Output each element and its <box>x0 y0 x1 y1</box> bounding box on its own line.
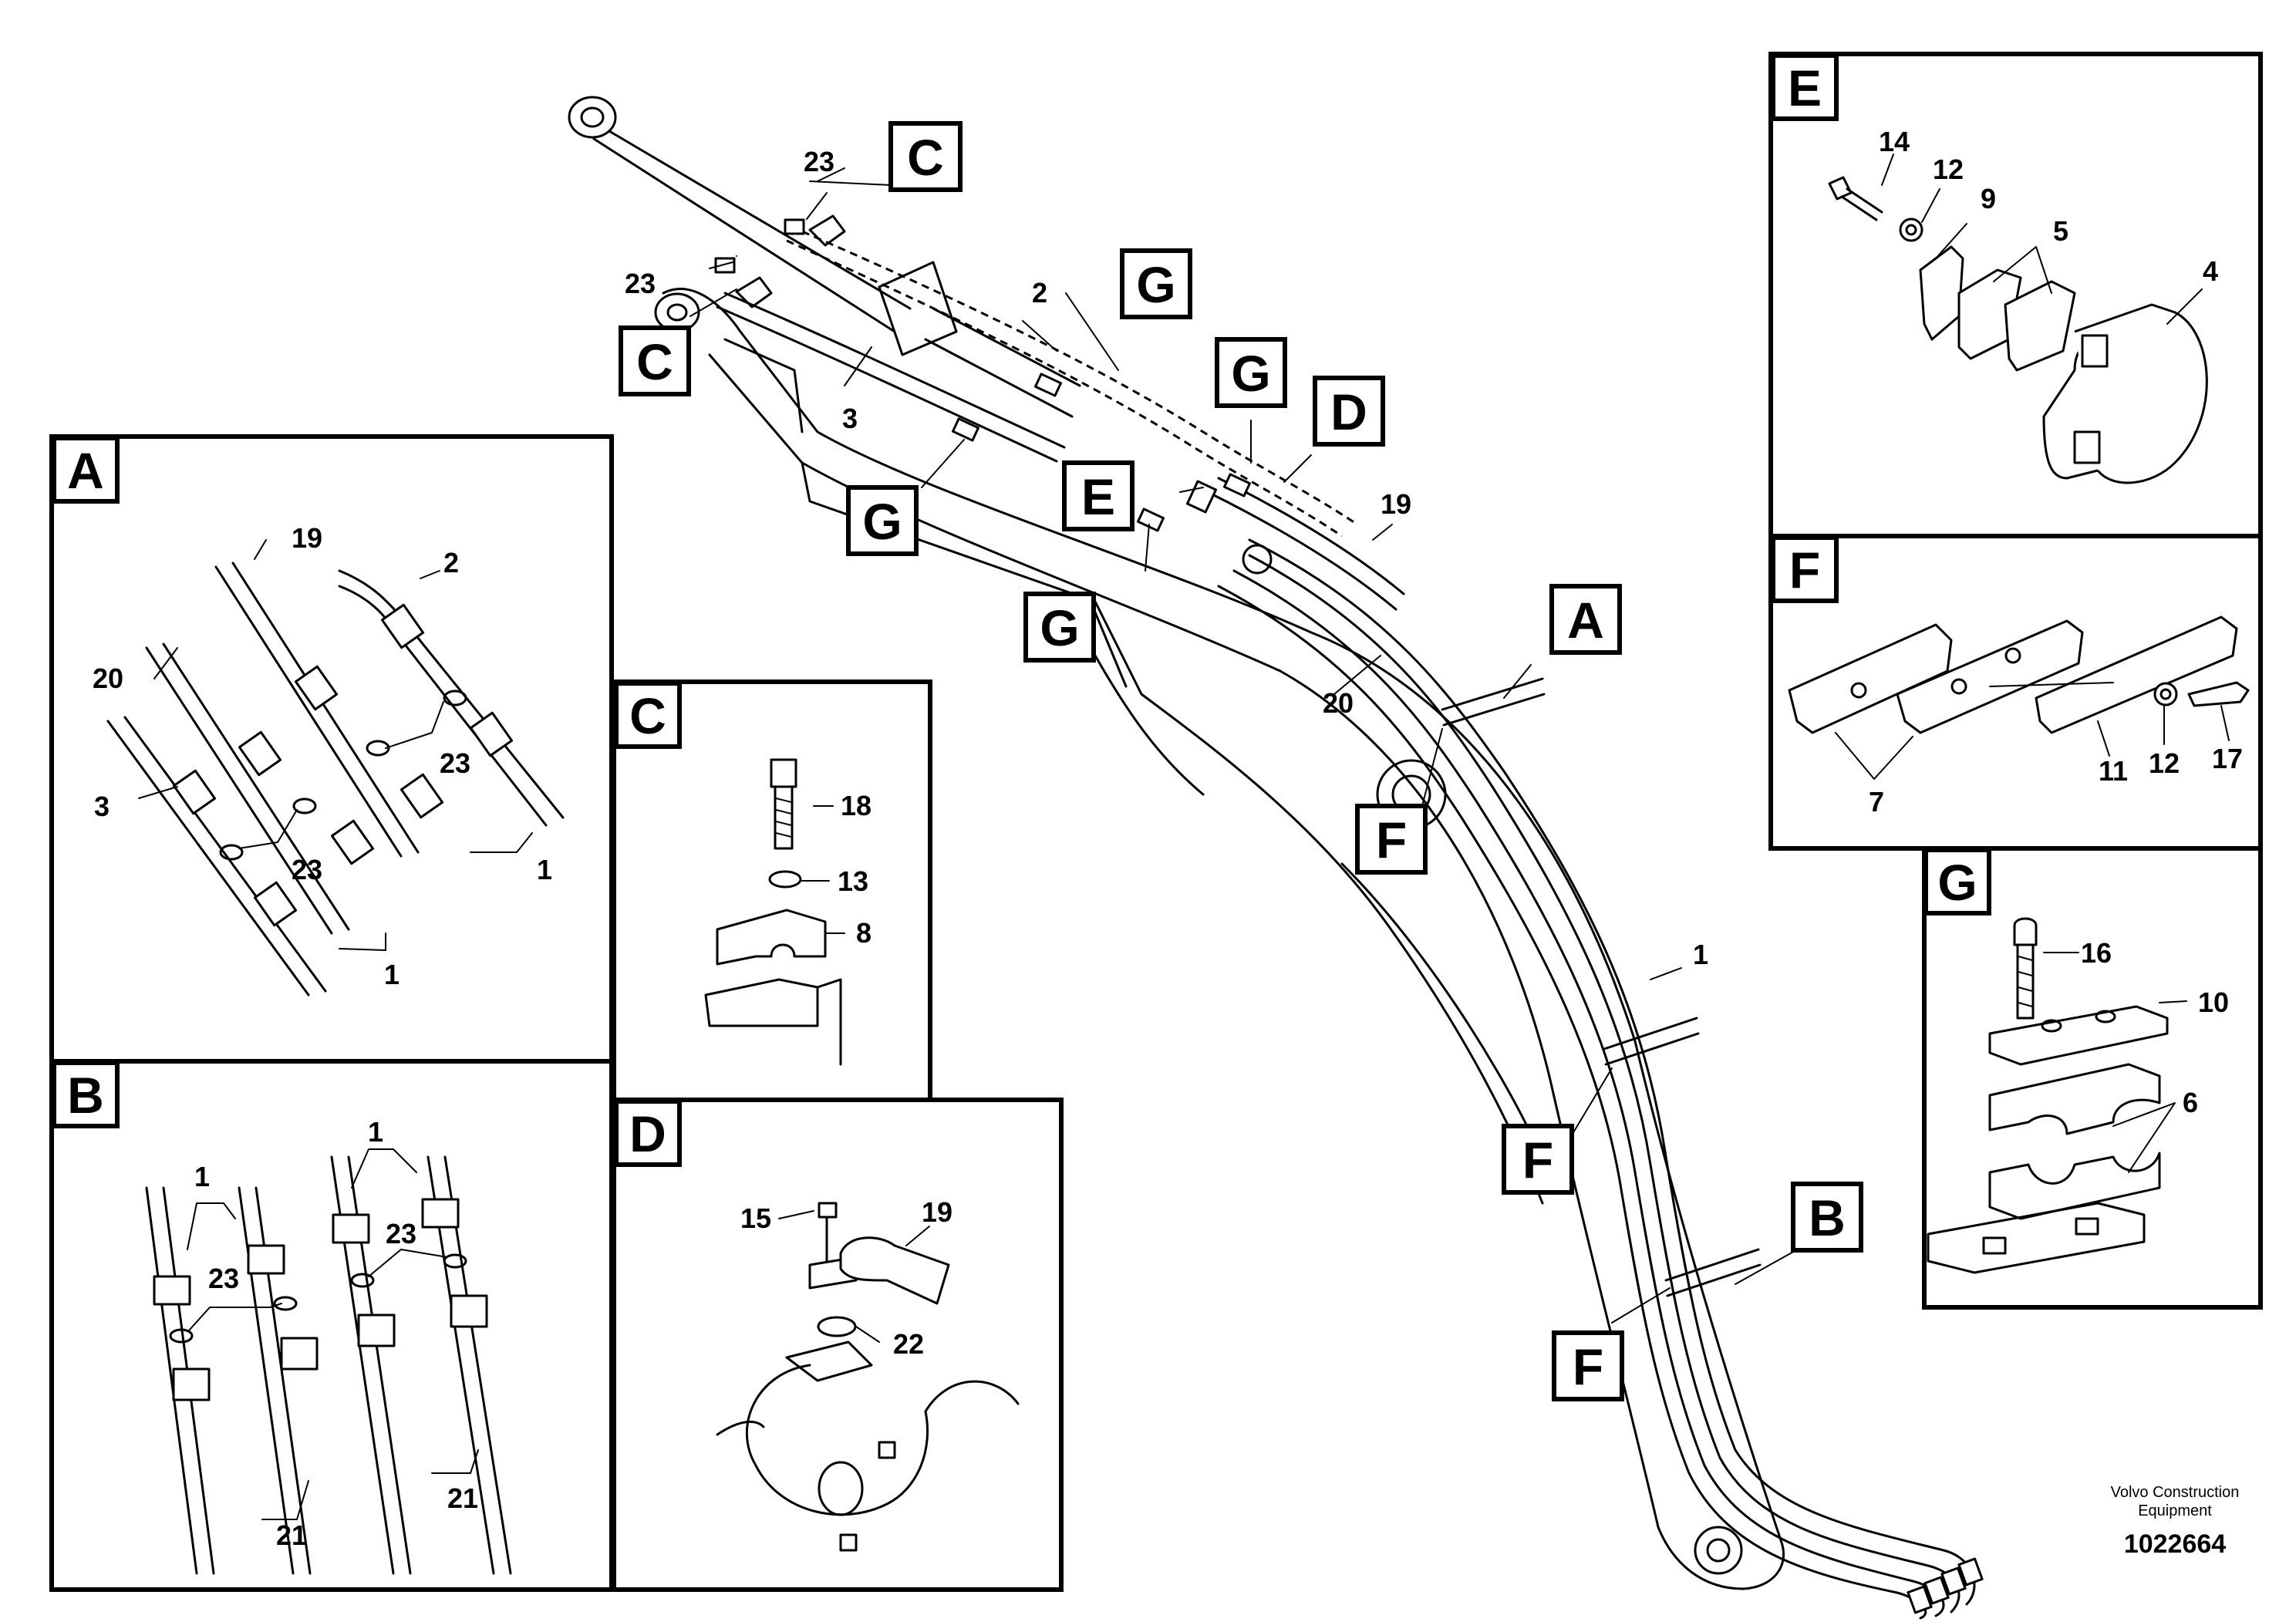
callout-tag-g-3: G <box>1215 337 1287 408</box>
part-number: 17 <box>2212 743 2243 774</box>
part-number: 23 <box>625 268 656 299</box>
frame-letter: B <box>67 1067 104 1124</box>
part-number: 21 <box>276 1519 307 1551</box>
part-number: 1 <box>368 1116 383 1148</box>
callout-tag-c-upper: C <box>888 121 963 192</box>
callout-letter: C <box>636 333 673 390</box>
callout-tag-f-1: F <box>1355 804 1428 875</box>
part-number: 20 <box>1323 687 1354 719</box>
detail-g-clamp <box>1927 917 2187 1274</box>
drawing-footer: Volvo Construction Equipment 1022664 <box>2111 1484 2240 1559</box>
part-number: 19 <box>1381 488 1411 520</box>
callout-letter: G <box>1136 256 1175 313</box>
detail-frame-e: E 14 12 9 5 4 <box>1768 52 2263 538</box>
part-number: 2 <box>443 547 459 578</box>
part-number: 4 <box>2203 255 2218 287</box>
callout-tag-f-2: F <box>1502 1124 1574 1195</box>
upper-hoses <box>714 214 1405 611</box>
boom-hoses <box>1217 538 1984 1620</box>
detail-c-bracket <box>704 758 845 1066</box>
part-number: 23 <box>804 146 834 177</box>
callout-tag-e-main: E <box>1062 460 1135 531</box>
boom-cylinder <box>568 96 1081 418</box>
detail-f-clamp <box>1788 615 2250 780</box>
callout-tag-g-4: G <box>1023 592 1096 663</box>
part-number: 16 <box>2081 937 2112 969</box>
part-number: 23 <box>208 1263 239 1294</box>
part-number: 13 <box>838 865 868 897</box>
part-number: 1 <box>384 959 400 990</box>
detail-d-fitting <box>716 1202 1020 1552</box>
callout-tag-a-main: A <box>1549 584 1622 655</box>
part-number: 12 <box>2149 747 2180 779</box>
part-number: 9 <box>1981 183 1996 214</box>
callout-letter: E <box>1081 468 1115 525</box>
callout-letter: F <box>1522 1131 1553 1189</box>
callout-letter: A <box>1567 592 1604 649</box>
part-number: 7 <box>1869 786 1884 818</box>
callout-letter: F <box>1573 1338 1603 1395</box>
callout-tag-b-main: B <box>1791 1182 1863 1253</box>
callout-letter: G <box>862 493 902 550</box>
part-number: 2 <box>1032 277 1047 309</box>
boom-body <box>654 288 1785 1590</box>
publisher-name-line-1: Volvo Construction <box>2111 1484 2240 1501</box>
boom-assembly: C C G G G G E D <box>568 96 1984 1620</box>
detail-frame-a: A 19 2 20 <box>49 434 614 1064</box>
frame-letter: F <box>1789 541 1820 599</box>
part-number: 19 <box>292 522 322 554</box>
part-number: 10 <box>2198 986 2229 1018</box>
callout-letter: F <box>1376 811 1407 868</box>
frame-letter: C <box>629 687 666 744</box>
part-number: 14 <box>1879 126 1910 157</box>
callout-tag-f-3: F <box>1552 1330 1624 1401</box>
part-number: 8 <box>856 917 872 949</box>
frame-letter: D <box>629 1105 666 1162</box>
part-number: 23 <box>386 1218 416 1249</box>
part-number: 23 <box>440 747 470 779</box>
detail-b-hoses <box>145 1148 512 1575</box>
detail-frame-d: D 15 19 22 <box>612 1098 1064 1592</box>
detail-frame-b: B 1 1 23 23 21 <box>49 1059 614 1592</box>
part-number: 11 <box>2099 755 2128 787</box>
callout-letter: D <box>1330 383 1367 440</box>
frame-letter: G <box>1937 854 1977 911</box>
part-number: 23 <box>292 854 322 885</box>
callout-letter: G <box>1040 599 1079 656</box>
callout-letter: C <box>907 129 944 186</box>
part-number: 1 <box>537 854 552 885</box>
detail-a-hoses <box>106 539 565 996</box>
detail-e-clamp <box>1828 153 2208 484</box>
detail-frame-g: G 16 10 6 <box>1922 846 2263 1310</box>
part-number: 12 <box>1933 153 1964 185</box>
detail-frame-f: F 7 11 12 17 <box>1768 534 2263 851</box>
part-number: 19 <box>922 1196 952 1228</box>
frame-letter: E <box>1788 59 1822 116</box>
part-number: 22 <box>893 1328 924 1360</box>
part-number: 20 <box>93 663 123 694</box>
callout-tag-g-2: G <box>846 485 919 556</box>
detail-frame-c: C 18 13 8 <box>612 679 932 1102</box>
callout-letter: B <box>1809 1189 1846 1246</box>
part-number: 1 <box>1693 939 1708 970</box>
part-number: 1 <box>194 1161 210 1192</box>
drawing-reference-number: 1022664 <box>2124 1529 2226 1559</box>
callout-tag-d-main: D <box>1313 376 1385 447</box>
part-number: 21 <box>447 1482 478 1514</box>
part-number: 6 <box>2183 1087 2198 1118</box>
part-number: 3 <box>842 403 858 434</box>
publisher-name-line-2: Equipment <box>2138 1502 2212 1519</box>
part-number: 18 <box>841 790 872 821</box>
callout-tag-c-lower: C <box>619 325 691 396</box>
part-number: 15 <box>740 1202 771 1234</box>
part-number: 5 <box>2053 215 2068 247</box>
callout-tag-g-1: G <box>1120 248 1192 319</box>
frame-letter: A <box>67 442 104 499</box>
part-number: 3 <box>94 791 110 822</box>
callout-letter: G <box>1231 345 1270 402</box>
